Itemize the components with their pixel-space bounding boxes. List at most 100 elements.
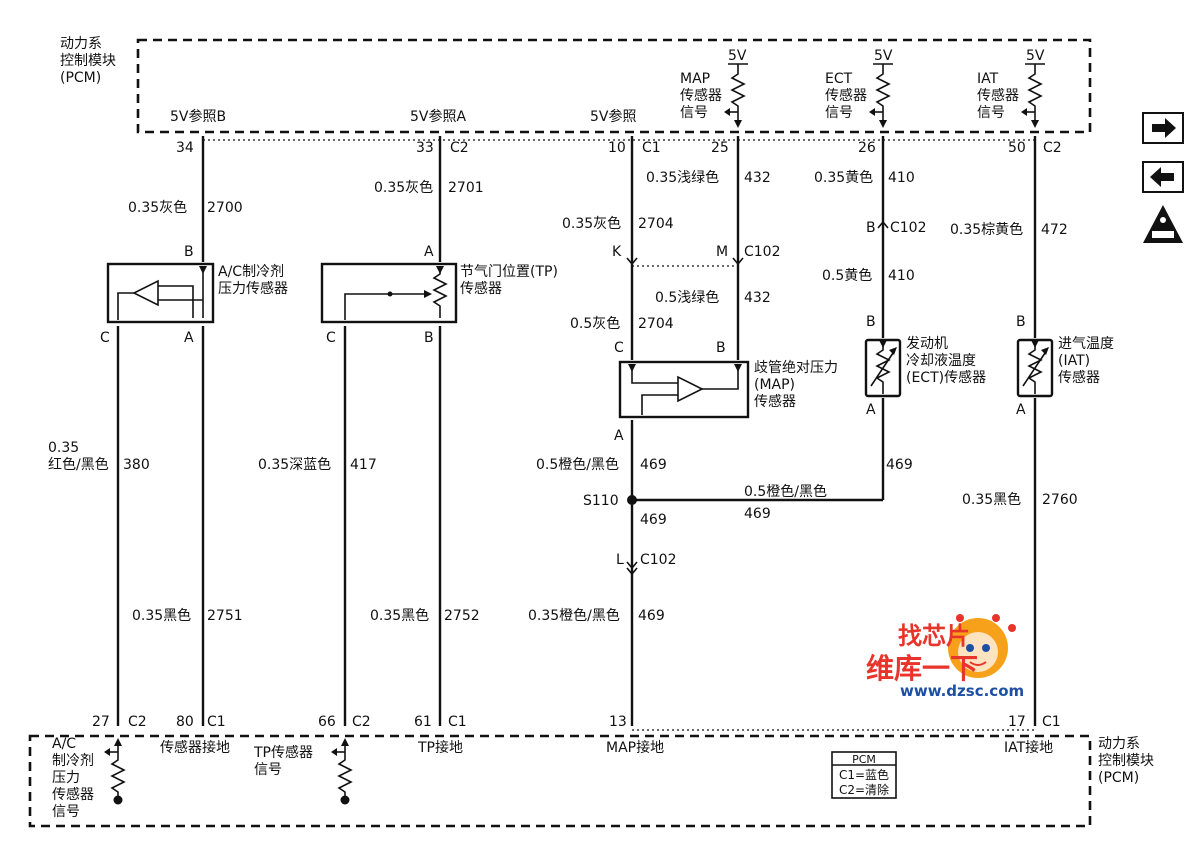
ref-label-a: 5V参照A (410, 108, 466, 125)
ac-signal-label-5: 信号 (52, 804, 80, 820)
tp-ground-label: TP接地 (417, 739, 463, 756)
iat-signal-label-2: 传感器 (977, 87, 1019, 104)
tp-sensor-pin-c: C (326, 330, 336, 346)
pin-66-connector: C2 (352, 714, 371, 730)
pcm-top-title-1: 动力系 (60, 36, 102, 52)
connector-c102-ect: C102 (890, 220, 927, 236)
ac-signal-resistor: A/C 制冷剂 压力 传感器 信号 (52, 736, 126, 820)
pcm-top-outline (136, 38, 1092, 134)
legend-title: PCM (852, 753, 876, 766)
map-sensor-name-3: 传感器 (754, 393, 796, 410)
connector-c102-ect-pin: B (866, 220, 876, 236)
map-signal-label-1: MAP (680, 71, 710, 87)
ect-sensor-name-1: 发动机 (906, 336, 948, 352)
map-ground-label: MAP接地 (606, 739, 664, 756)
pcm-bottom-outline (28, 734, 1092, 828)
map-signal-label-2: 传感器 (680, 87, 722, 104)
watermark-top-text: 找芯片 (898, 622, 970, 650)
wire-2700-color: 0.35灰色 (128, 199, 187, 216)
wire-469e-color: 0.35橙色/黑色 (528, 607, 620, 624)
ac-sensor-name-1: A/C制冷剂 (218, 264, 284, 280)
ect-signal-resistor: 5V ECT 传感器 信号 (825, 48, 893, 128)
sensor-ground-label: 传感器接地 (160, 739, 230, 756)
nav-prev-button[interactable] (1142, 161, 1184, 193)
pin-27: 27 (92, 714, 110, 730)
ref-label-plain: 5V参照 (590, 108, 636, 125)
wire-2704a-color: 0.35灰色 (562, 215, 621, 232)
pin-80-connector: C1 (207, 714, 226, 730)
wire-2701-number: 2701 (448, 180, 484, 196)
wire-410a-color: 0.35黄色 (814, 169, 873, 186)
wire-469a-number: 469 (640, 457, 667, 473)
pcm-bottom-title-2: 控制模块 (1098, 753, 1154, 769)
wire-410a-number: 410 (888, 170, 915, 186)
pin-50: 50 (1008, 140, 1026, 156)
ect-sensor-name-2: 冷却液温度 (906, 353, 976, 369)
wire-2760-color: 0.35黑色 (962, 491, 1021, 508)
pin-10-connector: C1 (642, 140, 661, 156)
map-signal-resistor: 5V MAP 传感器 信号 (680, 48, 748, 128)
throttle-position-sensor: A C B 节气门位置(TP) 传感器 (320, 244, 558, 346)
ac-signal-label-1: A/C (52, 736, 76, 752)
iat-supply-5v: 5V (1026, 48, 1045, 64)
wire-432a-number: 432 (744, 170, 771, 186)
map-supply-5v: 5V (728, 48, 747, 64)
ac-sensor-name-2: 压力传感器 (218, 280, 288, 297)
map-sensor-pin-b: B (716, 340, 726, 356)
tp-signal-label-2: 信号 (254, 762, 282, 778)
iat-signal-resistor: 5V IAT 传感器 信号 (977, 48, 1045, 128)
ect-signal-label-2: 传感器 (825, 87, 867, 104)
pcm-top-block: 动力系 控制模块 (PCM) 5V参照B 5V参照A 5V参照 5V MAP 传… (60, 36, 1092, 134)
map-sensor: C B A 歧管绝对压力 (MAP) 传感器 (614, 340, 838, 444)
watermark-logo: 找芯片 维库一下 www.dzsc.com (866, 614, 1024, 700)
wire-469-splice-number: 469 (640, 512, 667, 528)
wire-2760-number: 2760 (1042, 492, 1078, 508)
ect-sensor-pin-a: A (866, 402, 876, 418)
pin-26: 26 (858, 140, 876, 156)
connector-c102-lower: C102 (640, 552, 677, 568)
pin-13: 13 (609, 714, 627, 730)
ect-supply-5v: 5V (874, 48, 893, 64)
connector-c102-pin-l: L (616, 552, 624, 568)
tp-signal-label-1: TP传感器 (253, 744, 313, 761)
pin-17-connector: C1 (1042, 714, 1061, 730)
ect-signal-label-1: ECT (825, 71, 853, 87)
ect-sensor-name-3: (ECT)传感器 (906, 369, 986, 386)
wire-432b-number: 432 (744, 290, 771, 306)
wires (116, 136, 1037, 731)
tp-sensor-name-1: 节气门位置(TP) (460, 264, 558, 280)
wire-469b-color: 0.5橙色/黑色 (744, 483, 827, 500)
pin-33-connector: C2 (450, 140, 469, 156)
iat-sensor-name-1: 进气温度 (1058, 336, 1114, 352)
connector-c102-pin-m: M (716, 244, 728, 260)
iat-sensor-pin-a: A (1016, 402, 1026, 418)
iat-sensor-name-3: 传感器 (1058, 369, 1100, 386)
iat-signal-label-1: IAT (977, 71, 999, 87)
nav-next-button[interactable] (1142, 112, 1184, 144)
pcm-top-title-3: (PCM) (60, 70, 101, 86)
map-sensor-name-1: 歧管绝对压力 (754, 360, 838, 376)
ect-sensor: B A 发动机 冷却液温度 (ECT)传感器 (864, 314, 986, 418)
pin-17: 17 (1008, 714, 1026, 730)
wire-2751-color: 0.35黑色 (132, 607, 191, 624)
pin-50-connector: C2 (1043, 140, 1062, 156)
pin-27-connector: C2 (128, 714, 147, 730)
pin-10: 10 (608, 140, 626, 156)
ac-signal-label-2: 制冷剂 (52, 753, 94, 769)
wire-2752-number: 2752 (444, 608, 480, 624)
ect-sensor-pin-b: B (866, 314, 876, 330)
watermark-middle-text: 维库一下 (866, 652, 978, 685)
wire-410b-color: 0.5黄色 (822, 267, 872, 284)
tp-signal-resistor: TP传感器 信号 (253, 738, 353, 805)
pcm-top-title-2: 控制模块 (60, 53, 116, 69)
pcm-bottom-block: 动力系 控制模块 (PCM) A/C 制冷剂 压力 传感器 信号 传感器接地 T… (28, 734, 1154, 828)
ac-sensor-pin-b: B (184, 244, 194, 260)
pin-61: 61 (414, 714, 432, 730)
arrow-left-icon (1150, 167, 1174, 187)
top-pin-labels: 34 33 C2 10 C1 25 26 50 C2 (176, 140, 1062, 156)
wire-2704a-number: 2704 (638, 216, 674, 232)
ac-signal-label-4: 传感器 (52, 786, 94, 803)
wire-380-gauge: 0.35 (48, 440, 79, 456)
map-signal-label-3: 信号 (680, 105, 708, 121)
